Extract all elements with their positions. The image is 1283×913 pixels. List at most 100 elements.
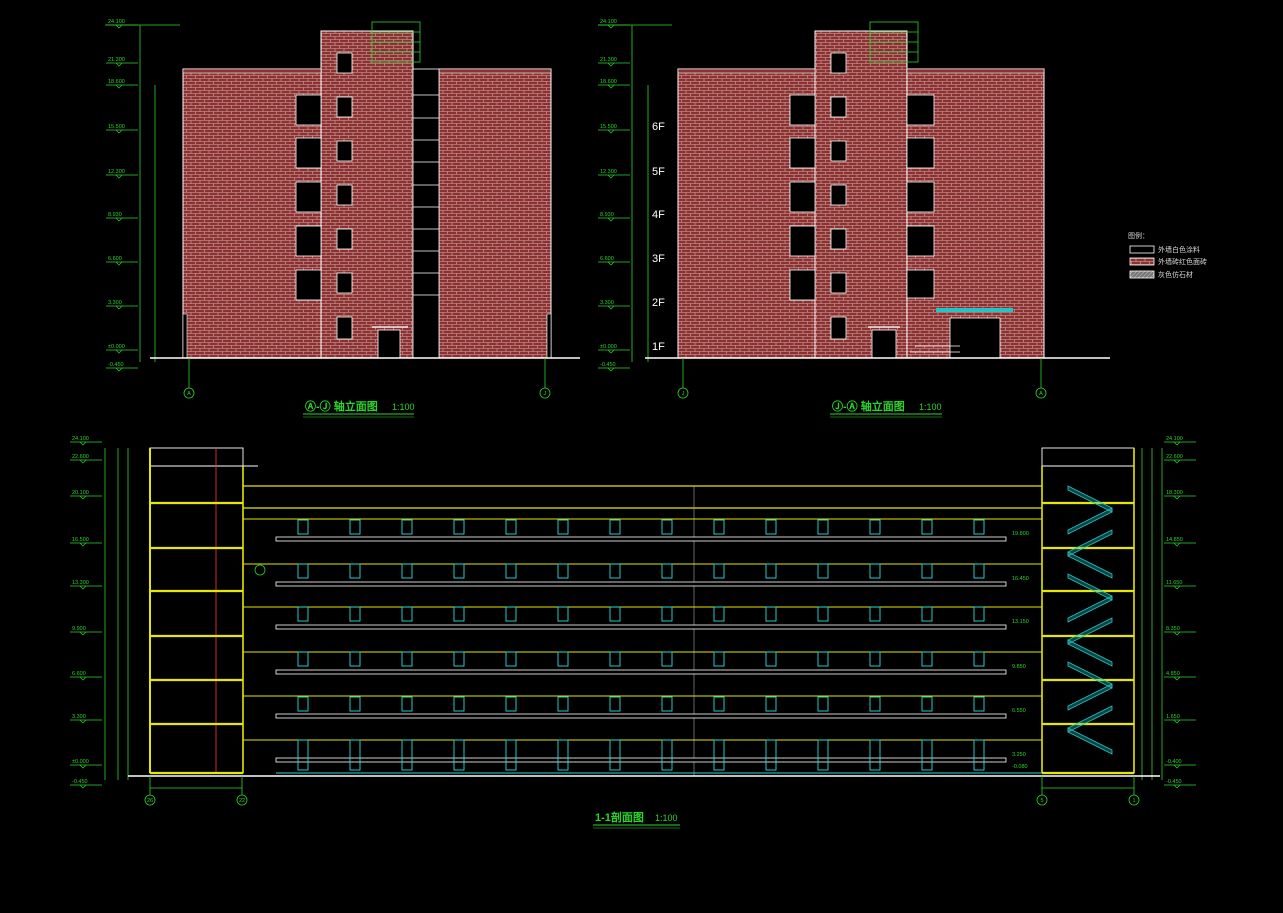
section-window (609, 651, 621, 667)
level-label: 6.600 (72, 671, 86, 677)
section-window (713, 519, 725, 535)
level-label: 9.900 (72, 626, 86, 632)
elev1-title: Ⓐ-Ⓙ 轴立面图 (305, 399, 378, 413)
elev2-scale: 1:100 (919, 402, 942, 412)
section-window (505, 519, 517, 535)
level-label: 18.600 (600, 79, 617, 85)
legend-item: 外墙白色涂料 (1158, 245, 1200, 254)
elev1-scale: 1:100 (392, 402, 415, 412)
legend-swatch-white (1129, 245, 1155, 254)
section-window (505, 651, 517, 667)
level-mark (79, 542, 87, 547)
level-mark (115, 305, 123, 310)
section-window (453, 563, 465, 579)
stair-flight (1067, 485, 1113, 513)
level-mark (115, 174, 123, 179)
section-window (973, 696, 985, 712)
section-stairs (1067, 485, 1113, 755)
stair-flight (1067, 507, 1113, 535)
level-label: 3.300 (108, 300, 122, 306)
section-window (557, 739, 569, 771)
stair-flight (1067, 529, 1113, 557)
level-label: 24.100 (72, 436, 89, 442)
section-window (401, 651, 413, 667)
inner-level-label: 9.850 (1012, 664, 1026, 670)
corridor-slab (275, 713, 1007, 719)
level-mark (115, 84, 123, 89)
level-label: 24.100 (108, 19, 125, 25)
level-label: 3.300 (600, 300, 614, 306)
level-label: 13.300 (72, 580, 89, 586)
level-mark (115, 367, 123, 372)
level-label: -0.450 (72, 779, 88, 785)
section-window (609, 739, 621, 771)
section-window (817, 519, 829, 535)
section-window (921, 739, 933, 771)
axis-label: A (187, 391, 191, 397)
section-window (661, 606, 673, 622)
elev1-dimension-chain (105, 24, 180, 362)
section-window (297, 696, 309, 712)
level-label: 8.930 (600, 212, 614, 218)
section-window (297, 563, 309, 579)
section-window (349, 519, 361, 535)
section-window (765, 739, 777, 771)
level-mark (79, 585, 87, 590)
axis-bubble (539, 387, 551, 399)
inner-level-label: 3.250 (1012, 752, 1026, 758)
level-label: 8.930 (108, 212, 122, 218)
section-window (869, 563, 881, 579)
legend: 图例： 外墙白色涂料 外墙砖红色面砖 灰色仿石材 (1128, 231, 1207, 279)
level-mark (1173, 676, 1181, 681)
level-label: 15.500 (600, 124, 617, 130)
section-window (401, 563, 413, 579)
legend-item: 外墙砖红色面砖 (1158, 257, 1207, 266)
level-mark (1173, 495, 1181, 500)
axis-label: 5 (1040, 798, 1043, 804)
elevation-j-a: J A 24.10021.30018.60015.50012.3008.9306… (598, 19, 1110, 418)
corridor-slab (275, 624, 1007, 630)
level-mark (115, 24, 123, 29)
section-window (661, 519, 673, 535)
section-window (869, 606, 881, 622)
level-mark (607, 62, 615, 67)
section-window (349, 739, 361, 771)
elevation-a-j: A J 24.10021.30018.60015.50012.3008.9306… (105, 19, 580, 418)
level-label: -0.400 (1166, 759, 1182, 765)
level-mark (1173, 719, 1181, 724)
stair-flight (1067, 639, 1113, 667)
section-window (453, 739, 465, 771)
level-mark (115, 349, 123, 354)
inner-level-label: 6.550 (1012, 708, 1026, 714)
section-scale: 1:100 (655, 813, 678, 823)
section-window (609, 696, 621, 712)
section-window (869, 739, 881, 771)
section-window (869, 519, 881, 535)
section-window (297, 519, 309, 535)
level-label: 4.850 (1166, 671, 1180, 677)
stair-flight (1067, 683, 1113, 711)
axis-label: 26 (147, 798, 153, 804)
level-mark (1173, 764, 1181, 769)
inner-level-label: 13.150 (1012, 619, 1029, 625)
level-label: 24.100 (600, 19, 617, 25)
level-label: 14.850 (1166, 537, 1183, 543)
axis-bubble (1035, 387, 1047, 399)
elev1-wing-right (438, 68, 552, 359)
section-window (817, 739, 829, 771)
stair-flight (1067, 661, 1113, 689)
level-label: 3.300 (72, 714, 86, 720)
level-mark (607, 349, 615, 354)
section-window (973, 606, 985, 622)
level-label: 21.300 (600, 57, 617, 63)
inner-level-label: -0.080 (1012, 764, 1028, 770)
floor-label: 4F (652, 209, 665, 221)
inner-level-label: 16.450 (1012, 576, 1029, 582)
section-window (817, 606, 829, 622)
level-label: 6.600 (108, 256, 122, 262)
section-window (557, 606, 569, 622)
floor-label: 2F (652, 297, 665, 309)
level-label: ±0.000 (600, 344, 617, 350)
